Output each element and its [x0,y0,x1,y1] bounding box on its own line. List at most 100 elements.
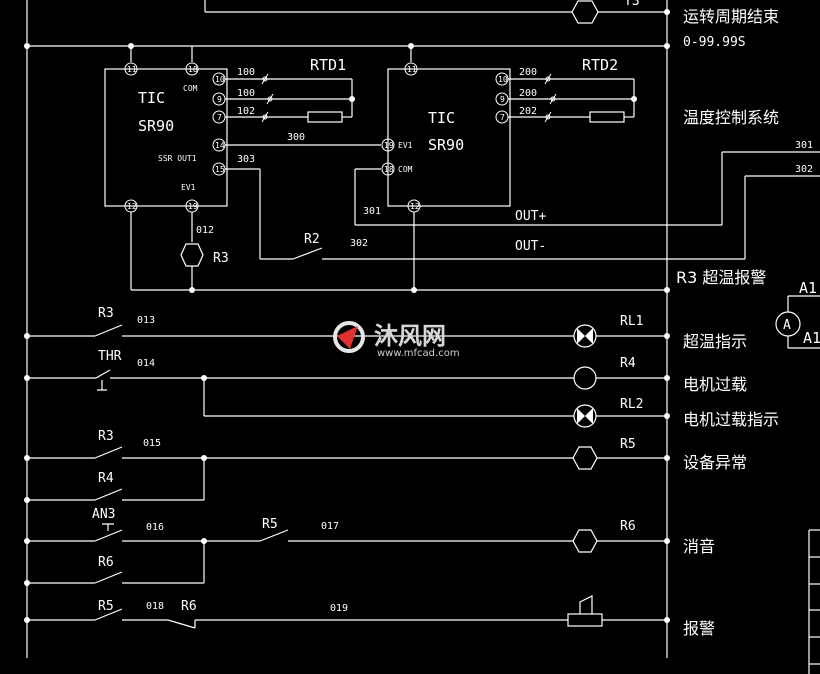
thr-label: THR [98,349,122,364]
r5-coil [572,446,598,470]
t3-coil [571,0,599,24]
node [349,96,355,102]
c1-pin-14: 14 [212,138,226,152]
node [664,43,670,49]
node [664,287,670,293]
wire-301-ext: 301 [795,140,813,151]
rtd2-term [545,76,551,82]
c1-pin-19: 19 [185,199,199,213]
svg-text:12: 12 [127,202,137,211]
c1-ev: EV1 [181,183,196,192]
c2-pin-9: 9 [495,92,509,106]
svg-text:19: 19 [384,141,394,150]
watermark-brand: 沐风网 [374,322,446,350]
wire-102: 102 [237,106,255,117]
thr-contact [95,369,111,379]
wire-302-ext: 302 [795,164,813,175]
label-overtemp-ind: 超温指示 [683,332,747,351]
wire-202: 202 [519,106,537,117]
r4-label: R4 [620,356,636,371]
wire-100-b: 100 [237,88,255,99]
wire-200-a: 200 [519,67,537,78]
r4-contact [94,488,123,501]
an3-contact [94,529,123,542]
label-cycle-range: 0-99.99S [683,35,746,50]
svg-text:18: 18 [188,65,198,74]
c1-pin-15: 15 [212,162,226,176]
an3-pushbutton-icon [102,523,114,531]
r6-nc-label: R6 [181,599,197,614]
c2-model: SR90 [428,136,464,154]
node [664,9,670,15]
c2-pin-18: 18 [381,162,395,176]
controller-1-box [104,68,228,207]
rtd1-sensor [307,111,343,123]
rl1-label: RL1 [620,314,643,329]
r3-contact-1 [94,324,123,337]
c2-pin-12: 12 [407,199,421,213]
label-equip-abnormal: 设备异常 [683,453,747,472]
rtd2-shield-ticks [544,73,557,123]
wire-100-a: 100 [237,67,255,78]
c1-ssr-out: SSR OUT1 [158,154,197,163]
wire-014: 014 [137,358,155,369]
r3-coil [180,243,204,267]
svg-text:10: 10 [498,75,508,84]
c1-com: COM [183,84,198,93]
c1-pin-9: 9 [212,92,226,106]
node [664,375,670,381]
label-motor-overload-ind: 电机过载指示 [683,410,779,429]
an3-label: AN3 [92,507,115,522]
c1-pin-11: 11 [124,62,138,76]
r5-contact-1 [259,529,289,542]
node [24,43,30,49]
svg-text:9: 9 [217,95,222,104]
svg-text:14: 14 [215,141,225,150]
controller-2-box [387,68,511,207]
rl1-lamp-cross [577,328,593,344]
c2-tag: TIC [428,109,455,127]
rtd2-term [550,96,556,102]
c2-pin-10: 10 [495,72,509,86]
svg-text:11: 11 [407,65,417,74]
r5-contact-2-label: R5 [98,599,114,614]
wire-016: 016 [146,522,164,533]
buzzer-icon [567,613,603,627]
node [664,413,670,419]
watermark-site: www.mfcad.com [377,348,460,359]
rtd1-term [267,96,273,102]
svg-text:11: 11 [127,65,137,74]
a1-label-bottom: A1 [803,329,820,347]
r5-label: R5 [620,437,636,452]
watermark-logo-icon [333,321,365,353]
rtd1-term [262,114,268,120]
wire-015: 015 [143,438,161,449]
ammeter-label: A [783,318,791,333]
wire-019: 019 [330,603,348,614]
label-overtemp-alarm: R3 超温报警 [676,268,766,287]
r4-contact-label: R4 [98,471,114,486]
r2-label: R2 [304,232,320,247]
svg-text:15: 15 [215,165,225,174]
node [189,287,195,293]
r6-coil [572,529,598,553]
node [631,96,637,102]
title-block-fragment [808,529,820,674]
r6-contact-1 [94,571,123,584]
c1-pin-18: 18 [185,62,199,76]
c2-pin-19: 19 [381,138,395,152]
rtd2-label: RTD2 [582,56,618,74]
svg-text:10: 10 [215,75,225,84]
svg-text:7: 7 [500,113,505,122]
a1-label-top: A1 [799,279,817,297]
rl2-label: RL2 [620,397,643,412]
rtd1-label: RTD1 [310,56,346,74]
node [664,333,670,339]
out-plus: OUT+ [515,209,546,224]
rl2-lamp-cross [577,408,593,424]
r3-contact-2-label: R3 [98,429,114,444]
watermark-logo-icon [337,326,358,349]
r6-contact-1-label: R6 [98,555,114,570]
